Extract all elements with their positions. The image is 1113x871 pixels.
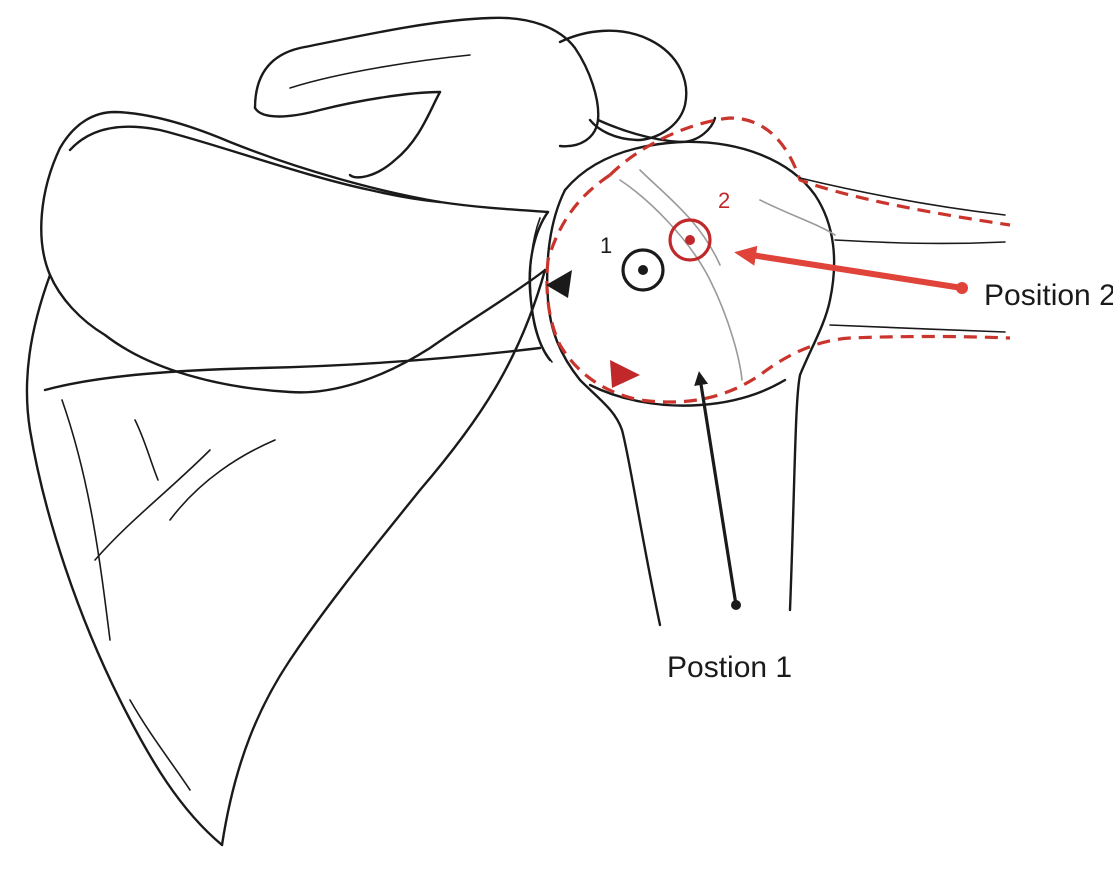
- marker-2-dot: [685, 235, 695, 245]
- red-arrowhead-icon: [610, 360, 640, 388]
- scapula-spine-lower: [45, 348, 540, 390]
- scapula-outline: [41, 112, 548, 392]
- scapula-detail-line-4: [135, 420, 158, 480]
- acromion-base: [350, 92, 440, 177]
- acromion-inner-line: [290, 55, 470, 88]
- coracoid: [560, 31, 686, 140]
- position-1-label: Postion 1: [667, 651, 792, 684]
- scapula-detail-line-1: [62, 400, 110, 640]
- position-2-arrow-origin: [956, 282, 968, 294]
- position-2-label: Position 2: [984, 279, 1113, 312]
- tendon-line-mid: [835, 240, 1005, 243]
- coracoid-process: [598, 118, 715, 142]
- position-2-arrow-line: [745, 254, 962, 288]
- scapula-detail-line-5: [130, 700, 190, 790]
- acromion-lower-edge: [255, 92, 440, 117]
- acromion: [255, 18, 715, 178]
- glenoid-inner: [530, 218, 552, 362]
- humerus: [547, 142, 835, 625]
- scapula-medial-border: [27, 275, 222, 845]
- marker-2: 2: [670, 188, 730, 260]
- humeral-head-outline: [565, 142, 834, 610]
- scapula: [27, 112, 548, 845]
- position-1-arrow-origin: [731, 600, 741, 610]
- scapula-detail-line-3: [170, 440, 275, 520]
- position-1-arrow: [700, 378, 741, 610]
- tendon-line-upper: [800, 178, 1005, 215]
- marker-1-dot: [638, 265, 648, 275]
- tendon-line-lower: [830, 325, 1005, 332]
- acromion-outline: [255, 18, 598, 146]
- position-1-arrow-line: [700, 378, 736, 605]
- scapula-lateral-edge: [222, 270, 545, 845]
- marker-2-label: 2: [718, 188, 730, 213]
- position-2-arrow: [745, 254, 968, 294]
- humerus-detail-line: [760, 200, 835, 235]
- marker-1-label: 1: [600, 233, 612, 258]
- black-arrowhead-icon: [546, 270, 572, 298]
- dashed-cuff-outline: [610, 118, 1010, 225]
- marker-1: 1: [600, 233, 663, 290]
